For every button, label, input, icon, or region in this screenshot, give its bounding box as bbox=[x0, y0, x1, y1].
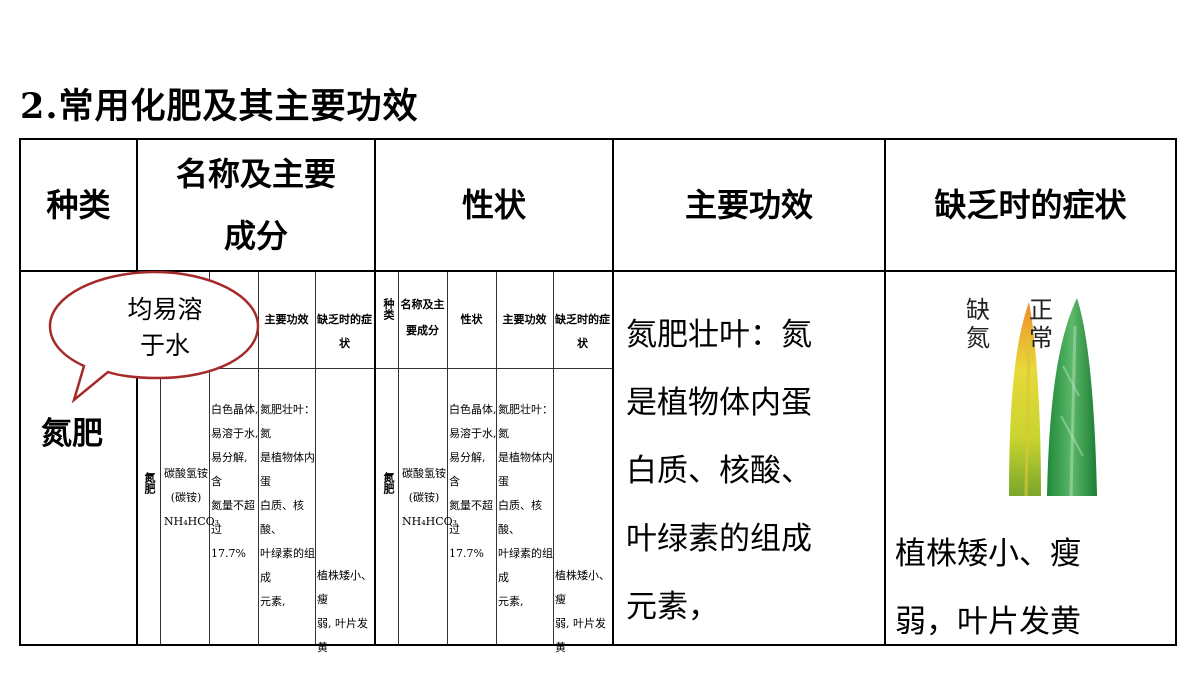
thumb-name: 碳酸氢铵(碳铵)NH₄HCO₃ bbox=[402, 467, 458, 528]
table-right-border bbox=[1175, 138, 1177, 646]
thumb-header: 主要功效 bbox=[264, 313, 309, 326]
effect-line: 叶绿素的组成 bbox=[626, 521, 812, 557]
header-property: 性状 bbox=[461, 186, 526, 224]
effect-line: 氮肥壮叶：氮 bbox=[626, 317, 812, 353]
col-divider-2 bbox=[374, 138, 376, 646]
symptom-line: 弱，叶片发黄 bbox=[895, 604, 1081, 640]
thumb-header: 性状 bbox=[460, 313, 483, 326]
symptom-cell: 植株矮小、瘦 弱，叶片发黄 bbox=[895, 520, 1165, 656]
thumb-kind: 氮肥 bbox=[143, 472, 156, 494]
row-kind: 氮肥 bbox=[41, 416, 103, 452]
header-effect: 主要功效 bbox=[684, 186, 813, 224]
thumb-header: 缺乏时的症状 bbox=[555, 313, 610, 350]
deficient-leaf bbox=[1009, 302, 1041, 496]
table-left-border bbox=[19, 138, 21, 646]
leaf-comparison-image bbox=[1009, 298, 1097, 497]
leaf-label-normal: 正 常 bbox=[1029, 296, 1053, 352]
thumb-name: 碳酸氢铵(碳铵)NH₄HCO₃ bbox=[164, 467, 220, 528]
thumb-header: 种类 bbox=[382, 298, 395, 320]
thumb-kind: 氮肥 bbox=[382, 472, 395, 494]
fertilizer-table: 种类 名称及主要 成分 性状 主要功效 缺乏时的症状 氮肥 氮肥壮叶：氮 是植物… bbox=[19, 138, 1177, 646]
thumb-header: 名称及主要成分 bbox=[400, 298, 445, 337]
header-name-line2: 成分 bbox=[223, 217, 288, 255]
thumb-effect: 氮肥壮叶：氮是植物体内蛋白质、核酸、叶绿素的组成元素, bbox=[498, 403, 553, 608]
effect-line: 是植物体内蛋 bbox=[626, 385, 812, 421]
table-bottom-border bbox=[19, 644, 1177, 646]
callout-text: 均易溶 于水 bbox=[127, 295, 203, 360]
thumb-symptom: 植株矮小、瘦弱, 叶片发黄 bbox=[317, 569, 372, 654]
thumb-symptom: 植株矮小、瘦弱, 叶片发黄 bbox=[555, 569, 610, 654]
leaf-label-deficient: 缺 氮 bbox=[966, 296, 990, 352]
col-divider-3 bbox=[612, 138, 614, 646]
table-top-border bbox=[19, 138, 1177, 140]
effect-line: 白质、核酸、 bbox=[626, 453, 812, 489]
effect-line: 元素， bbox=[626, 589, 719, 625]
symptom-line: 植株矮小、瘦 bbox=[895, 536, 1081, 572]
thumbnail-table-right: 种类 名称及主要成分 性状 主要功效 缺乏时的症状 氮肥 碳酸氢铵(碳铵)NH₄… bbox=[376, 272, 612, 654]
col-divider-4 bbox=[884, 138, 886, 646]
thumb-header: 主要功效 bbox=[502, 313, 547, 326]
effect-cell: 氮肥壮叶：氮 是植物体内蛋 白质、核酸、 叶绿素的组成 元素， bbox=[626, 301, 876, 641]
page-title: 2.常用化肥及其主要功效 bbox=[20, 86, 419, 127]
col-divider-1 bbox=[136, 138, 138, 646]
header-name-line1: 名称及主要 bbox=[175, 155, 336, 193]
header-symptom: 缺乏时的症状 bbox=[934, 186, 1127, 224]
header-divider bbox=[19, 270, 1177, 272]
header-kind: 种类 bbox=[46, 186, 111, 224]
thumb-header: 缺乏时的症状 bbox=[317, 313, 372, 350]
callout-bubble bbox=[48, 270, 260, 404]
thumb-effect: 氮肥壮叶：氮是植物体内蛋白质、核酸、叶绿素的组成元素, bbox=[260, 403, 315, 608]
header-name: 名称及主要 成分 bbox=[138, 140, 374, 270]
